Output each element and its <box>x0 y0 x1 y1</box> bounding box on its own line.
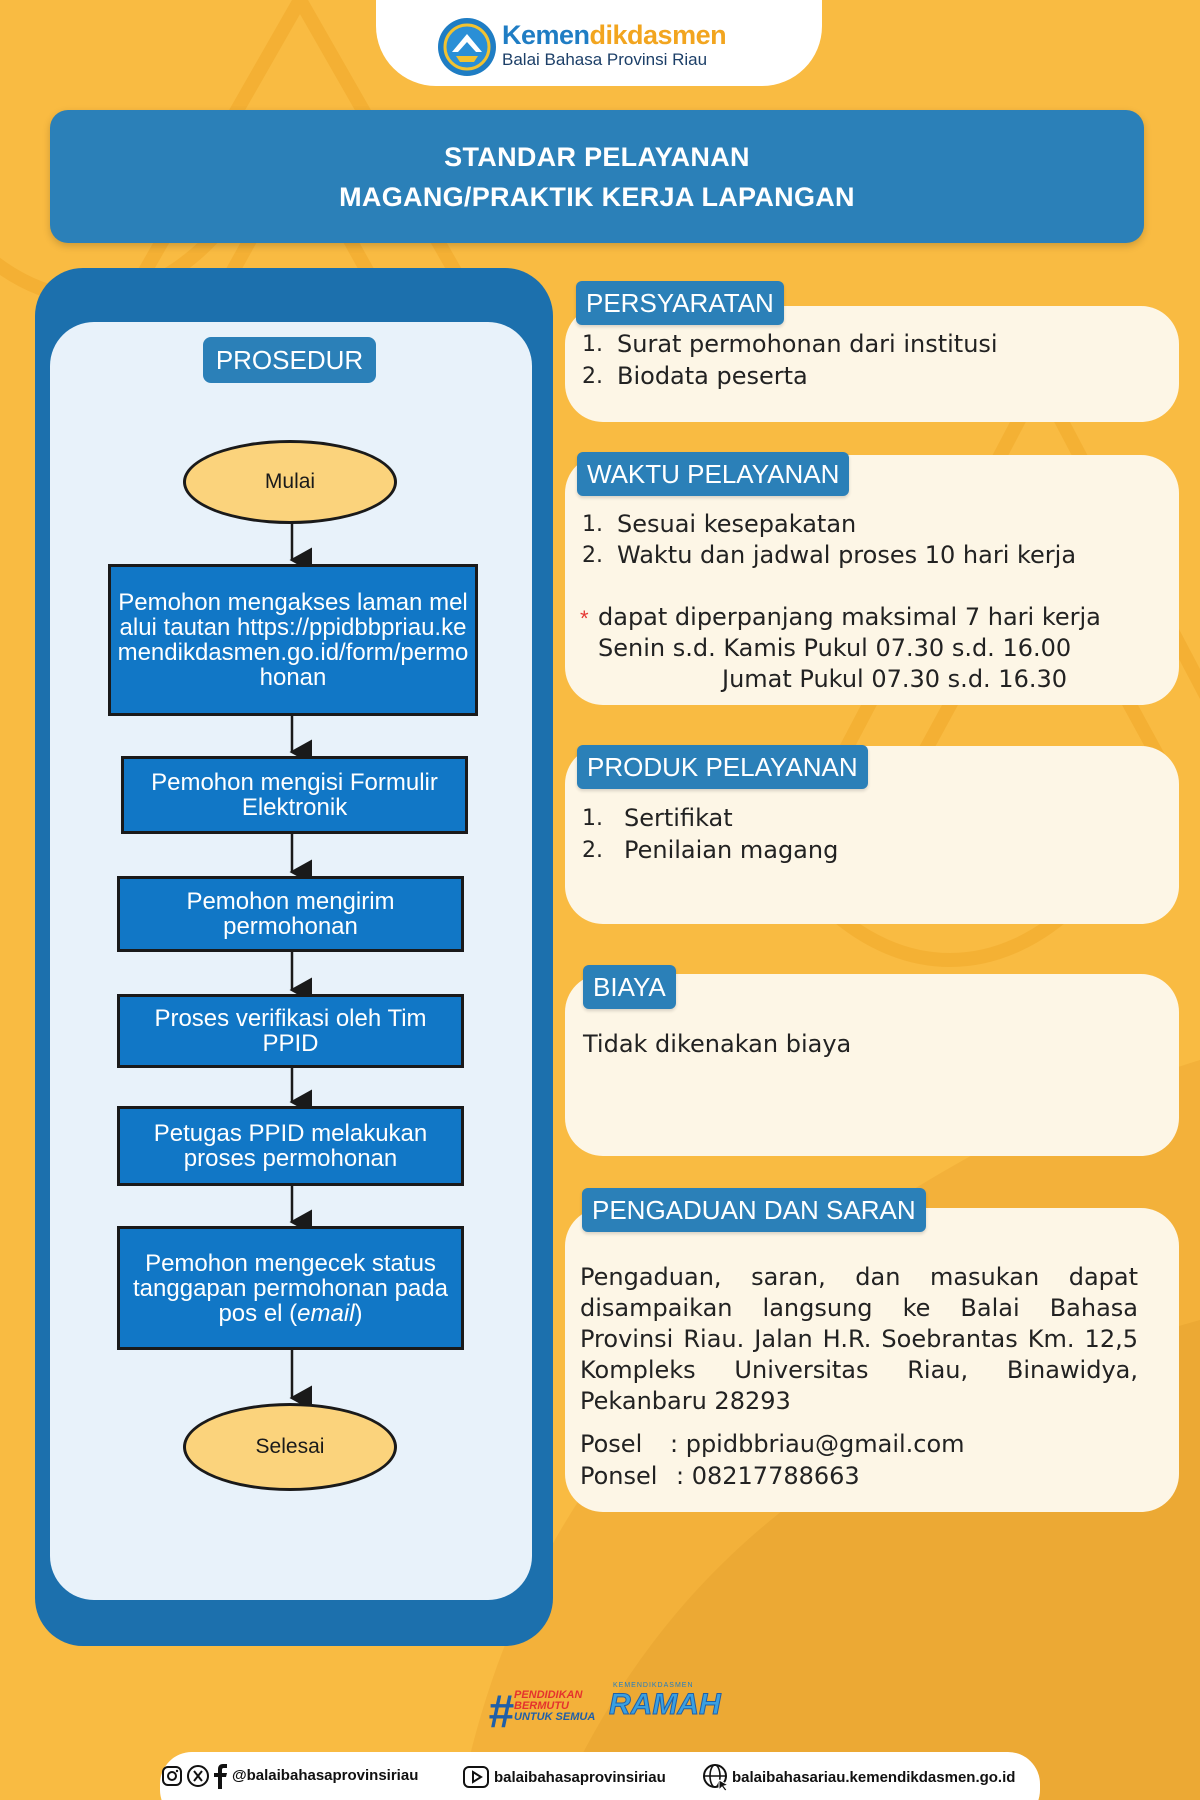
facebook-icon[interactable] <box>212 1763 228 1789</box>
waktu-card <box>565 455 1179 705</box>
waktu-item-2: Waktu dan jadwal proses 10 hari kerja <box>617 541 1077 569</box>
instagram-icon[interactable] <box>160 1764 184 1788</box>
youtube-icon[interactable] <box>462 1765 490 1789</box>
list-number: 1. <box>582 806 603 831</box>
title-line-2: MAGANG/PRAKTIK KERJA LAPANGAN <box>339 181 855 212</box>
flow-step-4: Proses verifikasi oleh Tim PPID <box>117 994 464 1068</box>
waktu-schedule-1: Senin s.d. Kamis Pukul 07.30 s.d. 16.00 <box>598 634 1072 662</box>
waktu-note: dapat diperpanjang maksimal 7 hari kerja <box>598 603 1101 631</box>
asterisk-mark: * <box>580 606 589 631</box>
globe-icon[interactable] <box>702 1763 730 1791</box>
list-number: 2. <box>582 364 603 389</box>
cursor-icon <box>718 1779 730 1791</box>
persyaratan-item-1: Surat permohonan dari institusi <box>617 330 998 358</box>
list-number: 2. <box>582 543 603 568</box>
produk-label: PRODUK PELAYANAN <box>577 745 868 789</box>
ponsel-label: Ponsel <box>580 1462 658 1490</box>
persyaratan-label: PERSYARATAN <box>576 281 784 325</box>
title-line-1: STANDAR PELAYANAN <box>444 141 750 172</box>
produk-item-1: Sertifikat <box>624 804 733 832</box>
waktu-label: WAKTU PELAYANAN <box>577 452 850 496</box>
flow-start: Mulai <box>183 440 397 524</box>
procedure-label: PROSEDUR <box>203 337 376 383</box>
x-icon[interactable] <box>186 1764 210 1788</box>
posel-value: : ppidbbriau@gmail.com <box>670 1430 965 1458</box>
brand-name: Kemendikdasmen <box>502 20 727 50</box>
list-number: 1. <box>582 512 603 537</box>
footer-bar <box>160 1752 1040 1800</box>
produk-item-2: Penilaian magang <box>624 836 839 864</box>
list-number: 2. <box>582 838 603 863</box>
posel-label: Posel <box>580 1430 643 1458</box>
persyaratan-card <box>565 306 1179 422</box>
pengaduan-label: PENGADUAN DAN SARAN <box>582 1188 926 1232</box>
website-link[interactable]: balaibahasariau.kemendikdasmen.go.id <box>732 1769 1016 1786</box>
biaya-label: BIAYA <box>583 965 676 1009</box>
pengaduan-text: Pengaduan, saran, dan masukan dapat disa… <box>580 1263 1138 1415</box>
brand-subtitle: Balai Bahasa Provinsi Riau <box>502 50 708 69</box>
flow-step-1: Pemohon mengakses laman melalui tautan h… <box>108 564 478 716</box>
flow-end: Selesai <box>183 1403 397 1491</box>
title-banner: STANDAR PELAYANAN MAGANG/PRAKTIK KERJA L… <box>50 110 1144 243</box>
flow-step-6: Pemohon mengecek status tanggapan permoh… <box>117 1226 464 1350</box>
kemendikdasmen-emblem-icon <box>438 18 496 76</box>
flow-step-2: Pemohon mengisi Formulir Elektronik <box>121 756 468 834</box>
waktu-item-1: Sesuai kesepakatan <box>617 510 857 538</box>
pengaduan-card <box>565 1208 1179 1512</box>
flow-step-3: Pemohon mengirim permohonan <box>117 876 464 952</box>
ponsel-value: : 08217788663 <box>676 1462 860 1490</box>
persyaratan-item-2: Biodata peserta <box>617 362 808 390</box>
flow-step-5: Petugas PPID melakukan proses permohonan <box>117 1106 464 1186</box>
youtube-channel[interactable]: balaibahasaprovinsiriau <box>494 1769 666 1786</box>
social-handle[interactable]: @balaibahasaprovinsiriau <box>232 1767 419 1784</box>
list-number: 1. <box>582 332 603 357</box>
biaya-text: Tidak dikenakan biaya <box>583 1030 852 1058</box>
waktu-schedule-2: Jumat Pukul 07.30 s.d. 16.30 <box>722 665 1068 693</box>
